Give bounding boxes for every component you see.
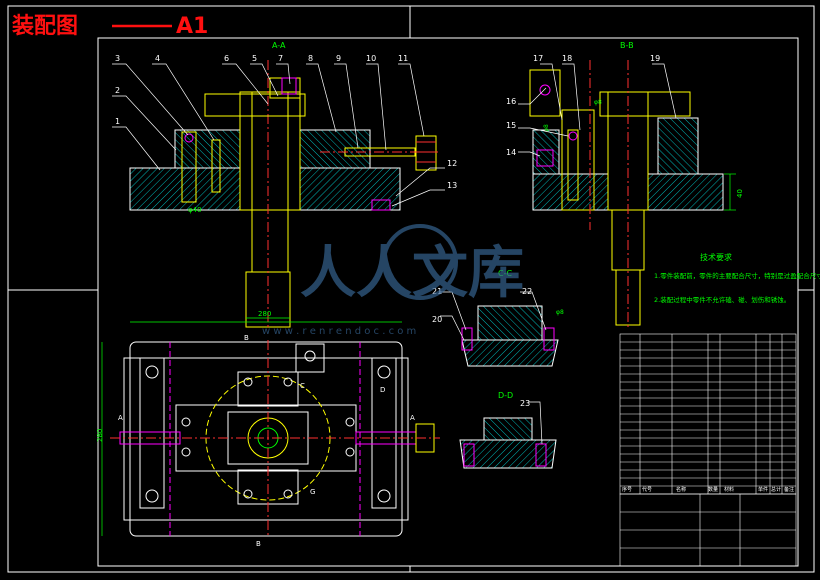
tech-requirements: 技术要求 1.零件装配前，零件的主要配合尺寸，特别是过盈配合尺寸及相关精度进行复… — [654, 252, 820, 304]
bom-header: 序号 代号 名称 数量材料 单件总计备注 — [622, 486, 794, 493]
dim-cc-dia: φ8 — [556, 309, 564, 316]
dim-bb-dia2: φ8 — [594, 99, 602, 106]
part-no-4: 4 — [155, 54, 160, 63]
part-no-15: 15 — [506, 121, 516, 130]
watermark: 人人文库 w w w . r e n r e n d o c . c o m — [262, 224, 524, 337]
view-label-aa: A-A — [272, 41, 286, 50]
part-no-12: 12 — [447, 159, 457, 168]
part-no-6: 6 — [224, 54, 229, 63]
section-dd: D-D 23 — [459, 391, 557, 469]
part-no-9: 9 — [336, 54, 341, 63]
tech-heading: 技术要求 — [700, 252, 732, 262]
part-no-5: 5 — [252, 54, 257, 63]
part-no-1: 1 — [115, 117, 120, 126]
marker-b-bottom: B — [256, 540, 261, 548]
marker-c: C — [300, 382, 305, 390]
dim-aa-width: 280 — [258, 310, 271, 318]
bom-header-cell: 备注 — [784, 486, 794, 493]
marker-a-left: A — [118, 414, 123, 422]
bom-header-cell: 总计 — [771, 486, 781, 493]
bom-header-cell: 数量 — [708, 486, 718, 493]
part-leaders-aa — [112, 63, 445, 207]
part-no-8: 8 — [308, 54, 313, 63]
section-aa: A-A — [112, 41, 457, 330]
tech-item-2: 2.装配过程中零件不允许磕、碰、划伤和锈蚀。 — [654, 295, 790, 304]
part-no-19: 19 — [650, 54, 660, 63]
dim-bb-dia1: φ8 — [543, 124, 550, 132]
part-no-16: 16 — [506, 97, 516, 106]
dim-bb-height: 40 — [736, 189, 744, 198]
part-no-2: 2 — [115, 86, 120, 95]
bom-header-cell: 名称 — [676, 486, 686, 493]
marker-b-top: B — [244, 334, 249, 342]
bom-header-cell: 代号 — [642, 486, 652, 493]
part-no-22: 22 — [522, 287, 532, 296]
part-no-17: 17 — [533, 54, 543, 63]
marker-d: D — [380, 386, 385, 394]
dim-plan-height: 280 — [96, 429, 104, 442]
section-cc: C-C φ8 21 20 22 — [432, 269, 564, 367]
view-label-cc: C-C — [498, 269, 512, 278]
title-chinese: 装配图 — [12, 14, 78, 39]
tech-item-1: 1.零件装配前，零件的主要配合尺寸，特别是过盈配合尺寸及相关精度进行复查。 — [654, 271, 820, 280]
part-leaders-bb — [518, 63, 677, 157]
marker-a-right: A — [410, 414, 415, 422]
bom-header-cell: 单件 — [758, 486, 768, 493]
part-no-10: 10 — [366, 54, 376, 63]
watermark-url: w w w . r e n r e n d o c . c o m — [262, 326, 416, 337]
sheet-title: 装配图 A1 — [12, 14, 208, 39]
part-no-18: 18 — [562, 54, 572, 63]
part-no-14: 14 — [506, 148, 516, 157]
part-no-3: 3 — [115, 54, 120, 63]
plan-view: 280 B B A A C D G — [96, 321, 440, 548]
view-label-bb: B-B — [620, 41, 634, 50]
drawing-frame — [7, 5, 815, 573]
bom-table — [619, 333, 797, 567]
part-no-11: 11 — [398, 54, 408, 63]
part-no-20: 20 — [432, 315, 442, 324]
dim-aa-bottom: φ40 — [188, 206, 202, 214]
part-no-7: 7 — [278, 54, 283, 63]
bom-header-cell: 材料 — [724, 486, 734, 493]
bom-header-cell: 序号 — [622, 486, 632, 493]
title-sheet: A1 — [176, 14, 208, 39]
watermark-text: 人人文库 — [300, 241, 524, 306]
part-no-23: 23 — [520, 399, 530, 408]
view-label-dd: D-D — [498, 391, 513, 400]
part-no-13: 13 — [447, 181, 457, 190]
section-bb: B-B 40 φ8 φ8 17 18 — [506, 41, 744, 330]
marker-g: G — [310, 488, 315, 496]
